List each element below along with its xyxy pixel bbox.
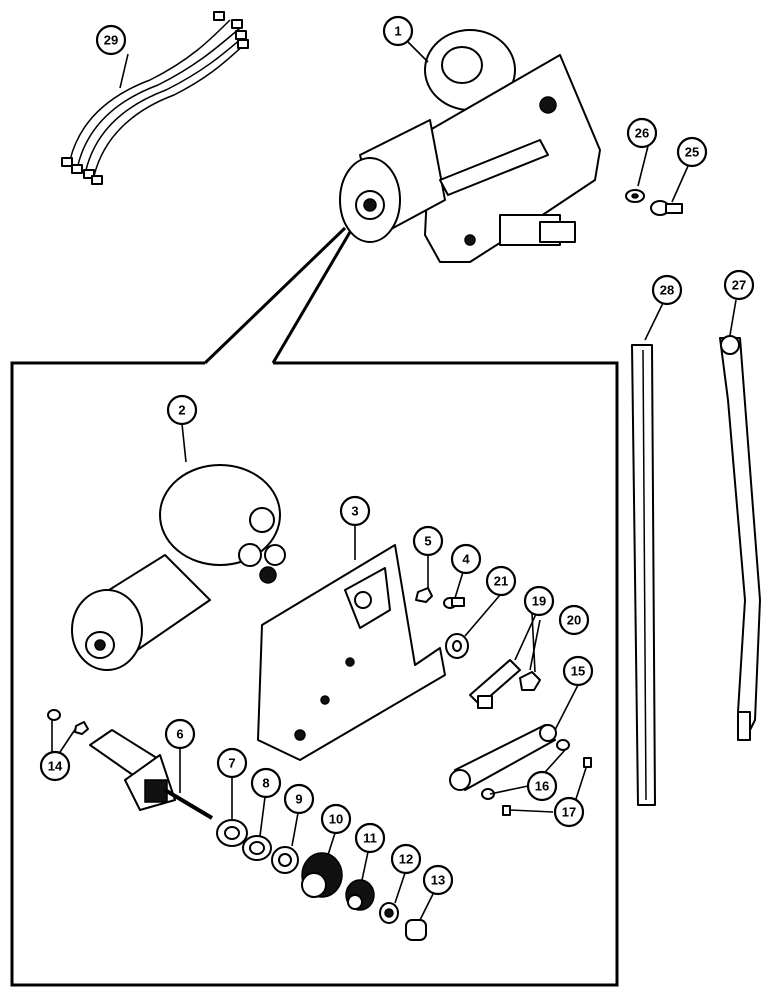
leader-lines	[51, 41, 737, 921]
callout-27-label: 27	[732, 278, 746, 293]
shaft-housing-6	[89, 729, 214, 820]
callout-16: 16	[526, 770, 558, 802]
washer-7	[216, 819, 248, 847]
nut-20	[519, 671, 541, 691]
callout-15: 15	[562, 655, 594, 687]
callout-26: 26	[626, 117, 658, 149]
mounting-bracket	[257, 544, 446, 761]
detail-inset-frame	[10, 226, 619, 987]
callout-9: 9	[283, 783, 315, 815]
callout-17-label: 17	[562, 805, 576, 820]
callout-8-label: 8	[262, 776, 269, 791]
callout-1: 1	[382, 15, 414, 47]
bushing-10	[301, 852, 343, 898]
callout-5-label: 5	[424, 534, 431, 549]
callout-7-label: 7	[228, 756, 235, 771]
washer-8	[242, 835, 272, 861]
nut-9	[271, 846, 299, 874]
callout-21-label: 21	[494, 574, 508, 589]
plate-19	[469, 659, 521, 709]
callout-20: 20	[558, 604, 590, 636]
callout-26-label: 26	[635, 126, 649, 141]
callout-25-label: 25	[685, 145, 699, 160]
nut-5	[415, 587, 433, 603]
callout-25: 25	[676, 136, 708, 168]
callout-3: 3	[339, 495, 371, 527]
callout-6: 6	[164, 718, 196, 750]
callout-19-label: 19	[532, 594, 546, 609]
callout-2: 2	[166, 394, 198, 426]
wiper-motor-assembly	[339, 29, 601, 263]
callout-13: 13	[422, 864, 454, 896]
callout-15-label: 15	[571, 664, 585, 679]
callout-27: 27	[723, 269, 755, 301]
callout-10: 10	[320, 803, 352, 835]
callout-29: 29	[95, 24, 127, 56]
callout-8: 8	[250, 767, 282, 799]
cap-13	[405, 919, 427, 941]
link-lever-15	[449, 724, 557, 791]
callout-14-label: 14	[48, 759, 63, 774]
callout-29-label: 29	[104, 33, 118, 48]
callout-16-label: 16	[535, 779, 549, 794]
wiper-arm	[719, 335, 761, 741]
lock-washer-26	[625, 189, 645, 203]
callout-21: 21	[485, 565, 517, 597]
callout-10-label: 10	[329, 812, 343, 827]
callout-3-label: 3	[351, 504, 358, 519]
callout-2-label: 2	[178, 403, 185, 418]
bolt-25	[650, 200, 683, 216]
callout-12: 12	[390, 843, 422, 875]
callout-28-label: 28	[660, 283, 674, 298]
callout-12-label: 12	[399, 852, 413, 867]
screw-and-nut-14	[47, 709, 89, 735]
washer-21	[445, 633, 469, 659]
callout-11: 11	[354, 822, 386, 854]
callout-19: 19	[523, 585, 555, 617]
callout-13-label: 13	[431, 873, 445, 888]
callout-1-label: 1	[394, 24, 401, 39]
wiper-blade	[631, 344, 656, 806]
callout-7: 7	[216, 747, 248, 779]
callout-6-label: 6	[176, 727, 183, 742]
washers-16	[481, 739, 570, 800]
wiring-harness	[61, 11, 249, 185]
nut-12	[379, 902, 399, 924]
callout-14: 14	[39, 750, 71, 782]
callout-11-label: 11	[363, 831, 377, 846]
screw-4	[443, 597, 465, 609]
callout-5: 5	[412, 525, 444, 557]
callout-28: 28	[651, 274, 683, 306]
motor-detail	[71, 464, 286, 671]
callout-9-label: 9	[295, 792, 302, 807]
callout-4: 4	[450, 543, 482, 575]
callout-17: 17	[553, 796, 585, 828]
callout-4-label: 4	[462, 552, 470, 567]
bushing-11	[345, 879, 375, 911]
callout-20-label: 20	[567, 613, 581, 628]
